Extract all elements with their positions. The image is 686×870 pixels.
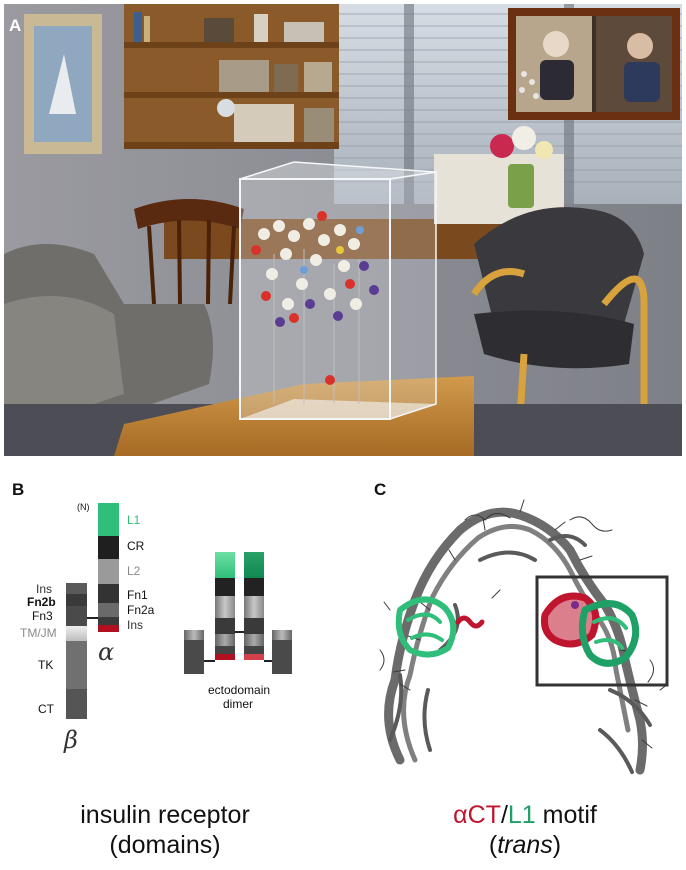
caption-slash: / bbox=[500, 801, 508, 829]
caption-motif: motif bbox=[535, 801, 597, 829]
panel-letter-b: B bbox=[12, 480, 25, 499]
label-TK: TK bbox=[38, 658, 54, 672]
alpha-beta-link bbox=[87, 617, 98, 619]
alpha-symbol: α bbox=[98, 638, 115, 666]
beta-symbol: β bbox=[64, 726, 78, 754]
label-Ins-beta: Ins bbox=[36, 582, 53, 596]
caption-c-line1: αCT/L1 motif bbox=[390, 800, 660, 830]
panel-letter-a: A bbox=[9, 16, 22, 35]
label-Fn3: Fn3 bbox=[32, 609, 53, 623]
alpha-L2-domain bbox=[98, 559, 119, 584]
dimer-label-line2: dimer bbox=[223, 697, 254, 711]
label-Fn1: Fn1 bbox=[127, 588, 148, 602]
caption-b-line1: insulin receptor bbox=[80, 801, 250, 829]
office-chair bbox=[474, 207, 644, 329]
caption-trans: trans bbox=[497, 831, 553, 859]
caption-act: αCT bbox=[453, 801, 501, 829]
act-l1-highlight-box bbox=[535, 575, 669, 687]
wooden-chair bbox=[134, 199, 244, 229]
alpha-Ins-domain bbox=[98, 617, 119, 625]
insulin-3d-model bbox=[251, 211, 379, 404]
caption-c-line2: (trans) bbox=[488, 831, 562, 859]
alpha-L1-domain bbox=[98, 503, 119, 536]
beta-CT-domain bbox=[66, 689, 87, 719]
beta-TMJM-domain bbox=[66, 626, 87, 641]
caption-b-line2: (domains) bbox=[109, 831, 221, 859]
alpha-CR-domain bbox=[98, 536, 119, 559]
label-Ins-alpha: Ins bbox=[127, 618, 144, 632]
alpha-Fn2a-domain bbox=[98, 603, 119, 617]
beta-TK-domain bbox=[66, 641, 87, 689]
structure-ribbon-diagram bbox=[379, 499, 669, 775]
caption-c: αCT/L1 motif (trans) bbox=[390, 800, 660, 860]
caption-l1: L1 bbox=[507, 801, 536, 829]
label-L2: L2 bbox=[127, 564, 141, 578]
beta-Fn2b-domain bbox=[66, 594, 87, 606]
label-Fn2a: Fn2a bbox=[127, 603, 155, 617]
label-CT: CT bbox=[38, 702, 54, 716]
label-CR: CR bbox=[127, 539, 145, 553]
beta-Ins-domain bbox=[66, 583, 87, 594]
label-L1: L1 bbox=[127, 513, 141, 527]
label-Fn2b: Fn2b bbox=[27, 595, 56, 609]
alpha-Fn1-domain bbox=[98, 584, 119, 603]
dimer-label-line1: ectodomain bbox=[208, 683, 271, 697]
beta-Fn3-domain bbox=[66, 606, 87, 626]
caption-b: insulin receptor (domains) bbox=[30, 800, 300, 860]
photo-office-model bbox=[4, 4, 682, 456]
alpha-Ins-red bbox=[98, 625, 119, 632]
panel-letter-c: C bbox=[374, 480, 387, 499]
n-terminus-label: (N) bbox=[77, 502, 90, 512]
label-TMJM: TM/JM bbox=[20, 626, 57, 640]
